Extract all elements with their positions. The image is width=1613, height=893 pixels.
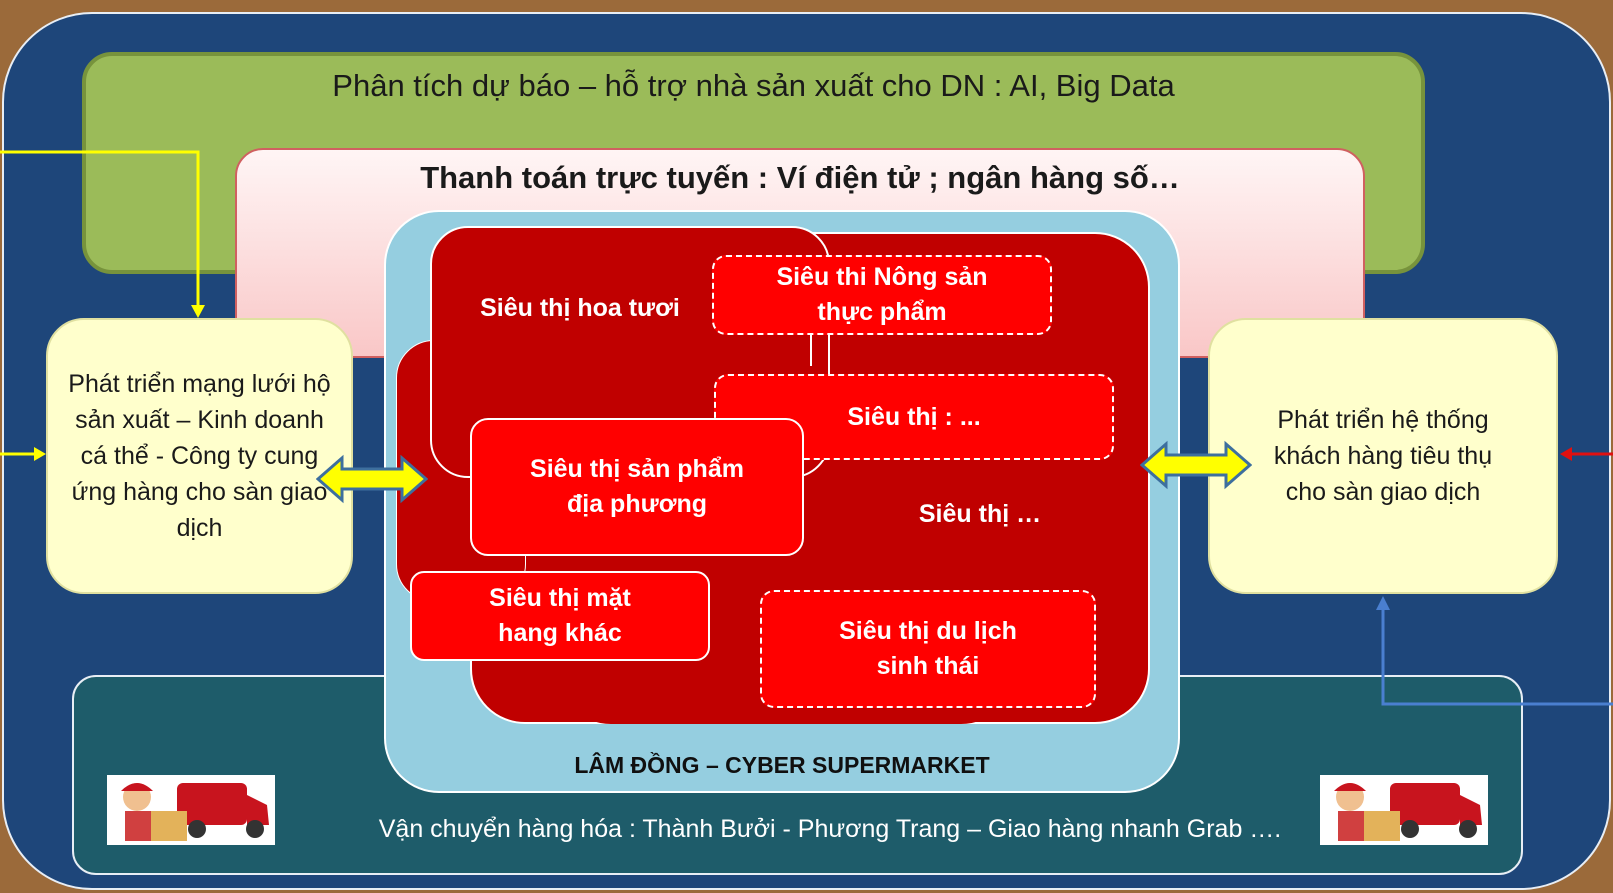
connector-line bbox=[810, 326, 812, 366]
local-products-supermarket-label: Siêu thị sản phẩm địa phương bbox=[530, 455, 744, 518]
agri-supermarket-label: Siêu thi Nông sản thực phẩm bbox=[776, 263, 988, 326]
delivery-truck-icon bbox=[1334, 783, 1482, 841]
double-arrow-left-icon bbox=[316, 454, 428, 504]
producer-network-label: Phát triển mạng lưới hộ sản xuất – Kinh … bbox=[68, 370, 331, 542]
customer-system-label: Phát triển hệ thống khách hàng tiêu thụ … bbox=[1273, 406, 1493, 506]
delivery-truck-image bbox=[107, 775, 275, 845]
customer-system-box: Phát triển hệ thống khách hàng tiêu thụ … bbox=[1208, 318, 1558, 594]
other-goods-supermarket-label: Siêu thị mặt hang khác bbox=[489, 584, 631, 647]
double-arrow-right-icon bbox=[1140, 440, 1252, 490]
cyber-supermarket-title: LÂM ĐỒNG – CYBER SUPERMARKET bbox=[574, 752, 990, 778]
other-goods-supermarket-box: Siêu thị mặt hang khác bbox=[410, 571, 710, 661]
other-supermarket-label: Siêu thị : ... bbox=[847, 402, 981, 431]
local-products-supermarket-box: Siêu thị sản phẩm địa phương bbox=[470, 418, 804, 556]
eco-tourism-supermarket-box: Siêu thị du lịch sinh thái bbox=[760, 590, 1096, 708]
eco-tourism-supermarket-label: Siêu thị du lịch sinh thái bbox=[839, 617, 1017, 680]
analytics-banner-label: Phân tích dự báo – hỗ trợ nhà sản xuất c… bbox=[332, 68, 1175, 103]
producer-network-box: Phát triển mạng lưới hộ sản xuất – Kinh … bbox=[46, 318, 353, 594]
flower-supermarket-label: Siêu thị hoa tươi bbox=[480, 294, 680, 322]
delivery-truck-image bbox=[1320, 775, 1488, 845]
agri-supermarket-box: Siêu thi Nông sản thực phẩm bbox=[712, 255, 1052, 335]
delivery-truck-icon bbox=[121, 783, 269, 841]
other-supermarket-2-label: Siêu thị … bbox=[918, 500, 1042, 528]
transport-label: Vận chuyển hàng hóa : Thành Bưởi - Phươn… bbox=[378, 815, 1282, 843]
payment-banner-label: Thanh toán trực tuyến : Ví điện tử ; ngâ… bbox=[420, 160, 1180, 195]
